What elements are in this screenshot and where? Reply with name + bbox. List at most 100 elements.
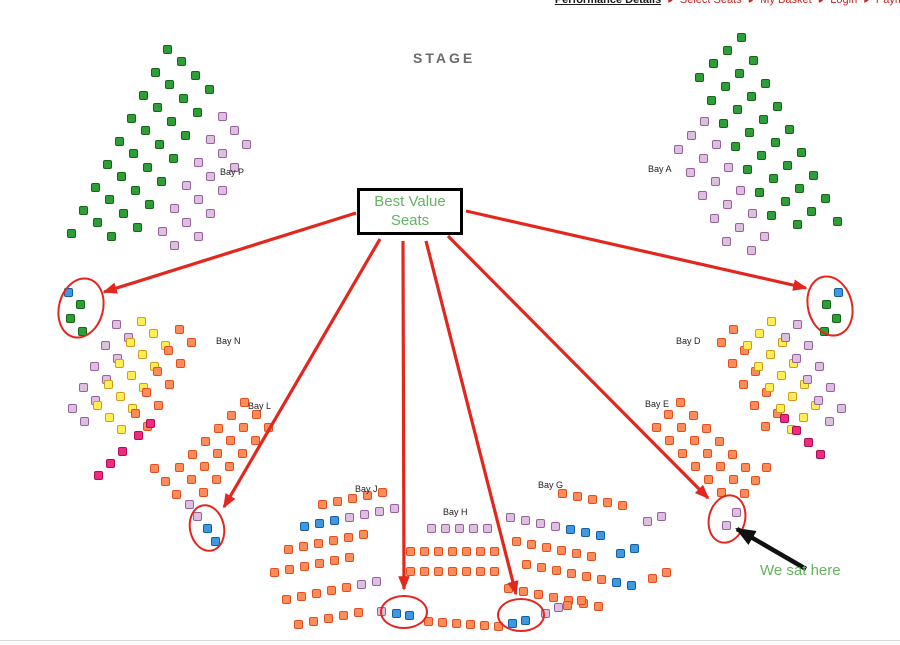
seat[interactable] — [717, 488, 726, 497]
seat[interactable] — [187, 475, 196, 484]
seat[interactable] — [466, 620, 475, 629]
seat[interactable] — [577, 596, 586, 605]
seat[interactable] — [300, 562, 309, 571]
seat[interactable] — [731, 142, 740, 151]
seat[interactable] — [736, 186, 745, 195]
seat[interactable] — [182, 218, 191, 227]
seat[interactable] — [821, 194, 830, 203]
seat[interactable] — [773, 102, 782, 111]
seat[interactable] — [142, 388, 151, 397]
seat[interactable] — [179, 94, 188, 103]
seat[interactable] — [94, 471, 103, 480]
seat[interactable] — [712, 140, 721, 149]
seat[interactable] — [816, 450, 825, 459]
seat[interactable] — [788, 392, 797, 401]
seat[interactable] — [115, 359, 124, 368]
breadcrumb-link-login[interactable]: Login — [830, 0, 858, 6]
seat[interactable] — [176, 359, 185, 368]
seat[interactable] — [735, 69, 744, 78]
seat[interactable] — [455, 524, 464, 533]
seat[interactable] — [724, 163, 733, 172]
seat[interactable] — [315, 559, 324, 568]
seat[interactable] — [164, 346, 173, 355]
seat[interactable] — [242, 140, 251, 149]
seat[interactable] — [735, 223, 744, 232]
seat[interactable] — [227, 411, 236, 420]
breadcrumb-current-performance-details[interactable]: Performance Details — [554, 0, 662, 6]
seat[interactable] — [834, 288, 843, 297]
seat[interactable] — [536, 519, 545, 528]
seat[interactable] — [138, 350, 147, 359]
seat[interactable] — [780, 414, 789, 423]
seat[interactable] — [151, 68, 160, 77]
seat[interactable] — [427, 524, 436, 533]
seat[interactable] — [137, 317, 146, 326]
seat[interactable] — [747, 246, 756, 255]
seat[interactable] — [581, 528, 590, 537]
seat[interactable] — [643, 517, 652, 526]
seat[interactable] — [157, 177, 166, 186]
seat[interactable] — [729, 325, 738, 334]
seat[interactable] — [745, 128, 754, 137]
seat[interactable] — [722, 521, 731, 530]
seat[interactable] — [107, 232, 116, 241]
seat[interactable] — [309, 617, 318, 626]
seat[interactable] — [698, 191, 707, 200]
seat[interactable] — [722, 237, 731, 246]
seat[interactable] — [297, 592, 306, 601]
seat[interactable] — [126, 338, 135, 347]
seat[interactable] — [375, 507, 384, 516]
seat[interactable] — [294, 620, 303, 629]
seat[interactable] — [552, 566, 561, 575]
seat[interactable] — [424, 617, 433, 626]
seat[interactable] — [218, 186, 227, 195]
seat[interactable] — [127, 114, 136, 123]
seat[interactable] — [557, 546, 566, 555]
seat[interactable] — [357, 580, 366, 589]
seat[interactable] — [665, 436, 674, 445]
seat[interactable] — [103, 160, 112, 169]
seat[interactable] — [193, 512, 202, 521]
seat[interactable] — [441, 524, 450, 533]
seat[interactable] — [226, 436, 235, 445]
seat[interactable] — [438, 618, 447, 627]
seat[interactable] — [750, 401, 759, 410]
seat[interactable] — [230, 126, 239, 135]
seat[interactable] — [612, 578, 621, 587]
seat[interactable] — [434, 567, 443, 576]
seat[interactable] — [182, 181, 191, 190]
seat[interactable] — [131, 186, 140, 195]
seat[interactable] — [783, 161, 792, 170]
seat[interactable] — [597, 575, 606, 584]
seat[interactable] — [825, 417, 834, 426]
seat[interactable] — [707, 96, 716, 105]
seat[interactable] — [723, 200, 732, 209]
seat[interactable] — [703, 449, 712, 458]
seat[interactable] — [743, 165, 752, 174]
seat[interactable] — [206, 172, 215, 181]
seat[interactable] — [324, 614, 333, 623]
seat[interactable] — [490, 547, 499, 556]
seat[interactable] — [206, 135, 215, 144]
seat[interactable] — [200, 462, 209, 471]
seat[interactable] — [723, 46, 732, 55]
seat[interactable] — [318, 500, 327, 509]
seat[interactable] — [194, 158, 203, 167]
seat[interactable] — [476, 547, 485, 556]
seat[interactable] — [133, 223, 142, 232]
seat[interactable] — [804, 341, 813, 350]
seat[interactable] — [172, 490, 181, 499]
seat[interactable] — [452, 619, 461, 628]
seat[interactable] — [765, 383, 774, 392]
seat[interactable] — [732, 508, 741, 517]
seat[interactable] — [203, 524, 212, 533]
seat[interactable] — [748, 209, 757, 218]
breadcrumb-link-my-basket[interactable]: My Basket — [760, 0, 812, 6]
seat[interactable] — [588, 495, 597, 504]
seat[interactable] — [285, 565, 294, 574]
seat[interactable] — [327, 586, 336, 595]
seat[interactable] — [345, 553, 354, 562]
seat[interactable] — [78, 327, 87, 336]
seat[interactable] — [741, 463, 750, 472]
seat[interactable] — [702, 424, 711, 433]
